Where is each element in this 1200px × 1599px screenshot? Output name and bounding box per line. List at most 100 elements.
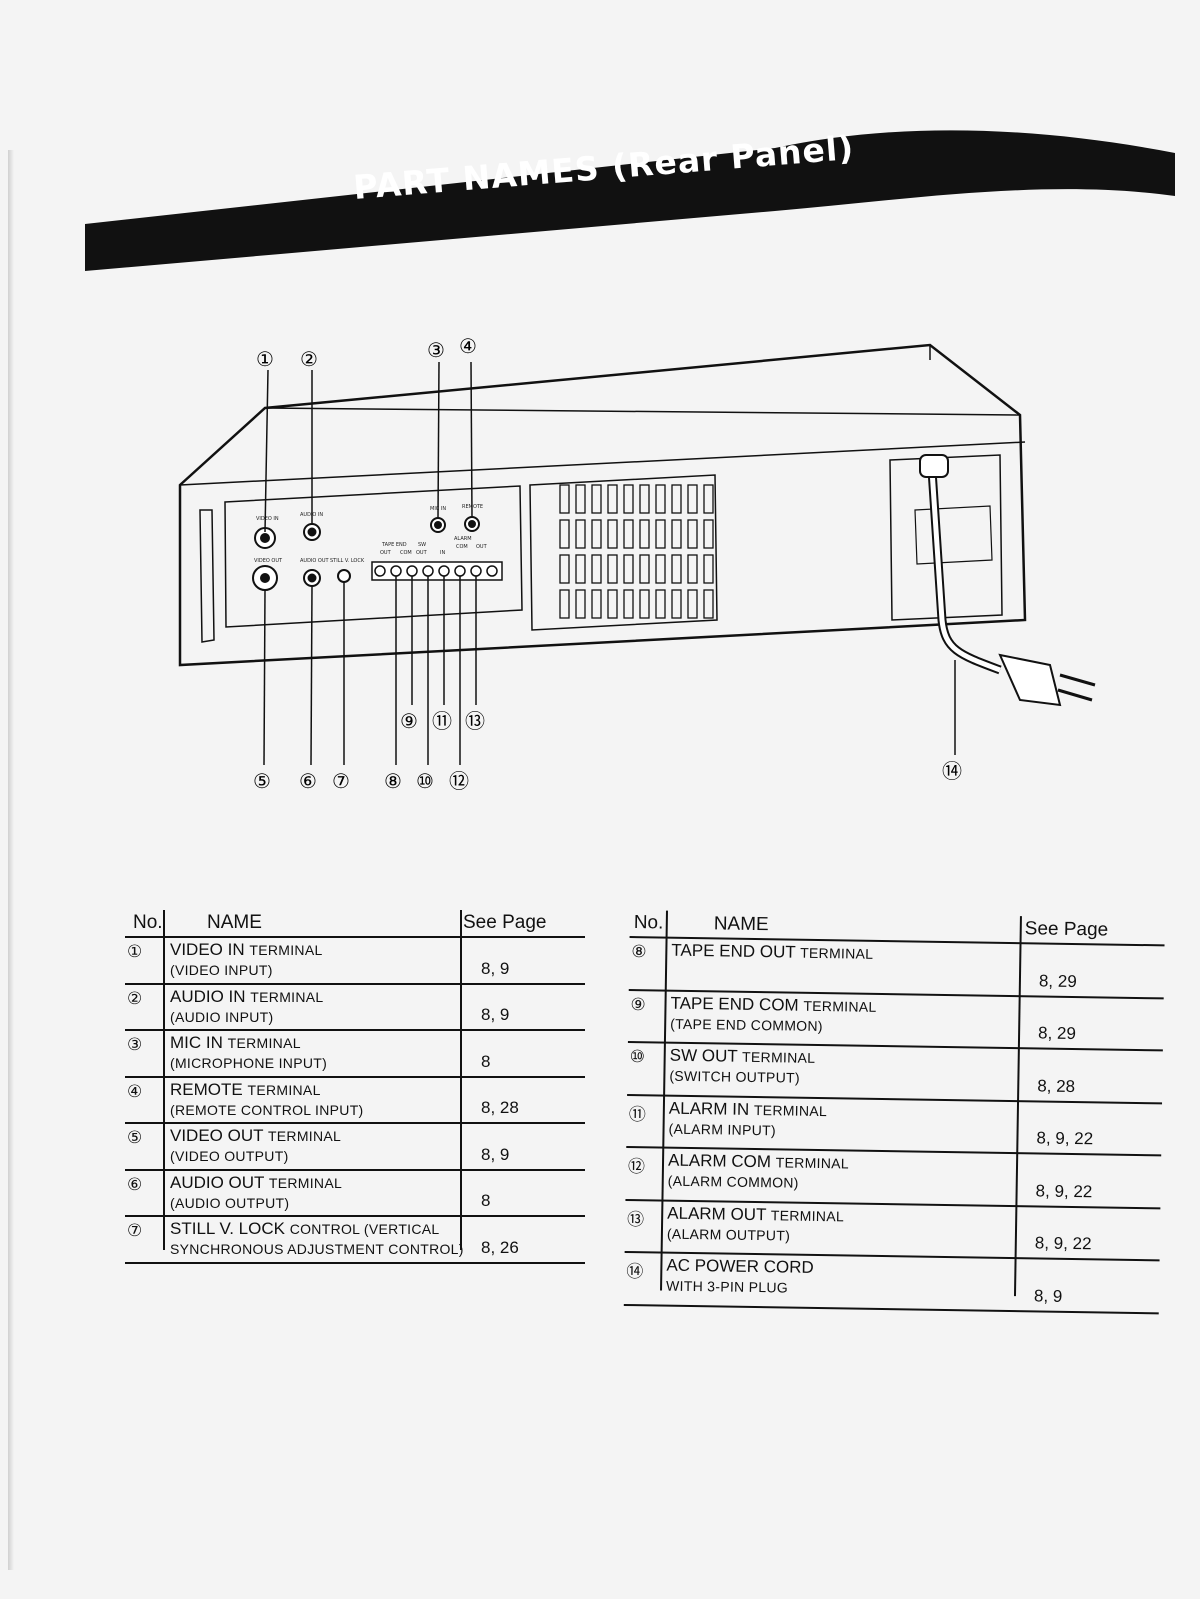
part-description: (SWITCH OUTPUT) (669, 1067, 800, 1086)
part-suffix: TERMINAL (775, 1154, 850, 1172)
part-description: (VIDEO OUTPUT) (170, 1148, 289, 1164)
row-number: ④ (127, 1081, 143, 1101)
label-video-out: VIDEO OUT (254, 558, 283, 564)
row-name: TAPE END COM TERMINAL(TAPE END COMMON) (670, 993, 877, 1036)
row-name: TAPE END OUT TERMINAL (671, 941, 873, 964)
header-name: NAME (207, 912, 262, 933)
part-name: AUDIO IN (170, 986, 246, 1006)
part-name: VIDEO IN (170, 940, 245, 959)
row-number: ⑫ (627, 1157, 646, 1177)
label-alarm-in: IN (440, 550, 445, 556)
row-name: VIDEO OUT TERMINAL(VIDEO OUTPUT) (170, 1126, 341, 1166)
label-tape-end-out: OUT (380, 550, 392, 556)
part-description: (VIDEO INPUT) (170, 962, 273, 978)
column-divider (163, 910, 165, 1250)
callout-3: ③ (427, 338, 445, 362)
callout-13: ⑬ (465, 709, 485, 733)
part-description: (AUDIO OUTPUT) (170, 1194, 290, 1211)
row-number: ⑥ (127, 1174, 143, 1194)
see-page: 8, 9 (481, 1144, 510, 1164)
table-row: ② AUDIO IN TERMINAL(AUDIO INPUT) 8, 9 (125, 985, 585, 1031)
label-sw: SW (418, 542, 426, 548)
row-number: ③ (127, 1035, 143, 1054)
part-name: ALARM OUT (667, 1203, 767, 1224)
label-sw-out: OUT (416, 550, 428, 556)
callout-6: ⑥ (299, 769, 317, 793)
callout-14: ⑭ (942, 759, 962, 783)
page-edge (8, 150, 14, 1570)
row-number: ⑭ (626, 1261, 644, 1282)
label-still-v-lock: STILL V. LOCK (330, 558, 365, 564)
row-number: ② (127, 988, 143, 1008)
rear-panel-diagram: VIDEO IN AUDIO IN VIDEO OUT AUDIO OUT ST… (160, 320, 1170, 820)
see-page: 8, 28 (481, 1098, 519, 1117)
part-description: SYNCHRONOUS ADJUSTMENT CONTROL) (170, 1241, 464, 1257)
table-row: ⑧ TAPE END OUT TERMINAL 8, 29 (628, 937, 1165, 999)
part-description: (ALARM OUTPUT) (666, 1225, 791, 1244)
see-page: 8 (481, 1051, 491, 1071)
callout-4: ④ (459, 334, 477, 358)
row-number: ⑤ (127, 1128, 143, 1147)
row-name: VIDEO IN TERMINAL(VIDEO INPUT) (170, 940, 323, 980)
part-name: TAPE END OUT (671, 940, 796, 962)
row-number: ⑦ (127, 1221, 143, 1240)
label-alarm-com: COM (456, 544, 468, 550)
callout-2: ② (300, 347, 318, 371)
header-no: No. (633, 912, 664, 934)
see-page: 8, 9 (481, 1005, 510, 1024)
row-name: REMOTE TERMINAL(REMOTE CONTROL INPUT) (170, 1080, 364, 1120)
callout-12: ⑫ (449, 769, 469, 793)
row-name: SW OUT TERMINAL(SWITCH OUTPUT) (669, 1046, 815, 1088)
table-row: ⑤ VIDEO OUT TERMINAL(VIDEO OUTPUT) 8, 9 (125, 1124, 585, 1171)
see-page: 8, 9, 22 (1036, 1128, 1094, 1149)
table-row: ⑫ ALARM COM TERMINAL(ALARM COMMON) 8, 9, 2… (625, 1147, 1162, 1209)
part-name: TAPE END COM (670, 993, 799, 1015)
see-page: 8, 29 (1038, 970, 1077, 991)
row-name: ALARM IN TERMINAL(ALARM INPUT) (668, 1098, 827, 1140)
row-name: ALARM OUT TERMINAL(ALARM OUTPUT) (667, 1203, 844, 1246)
callout-7: ⑦ (332, 769, 350, 793)
label-audio-out: AUDIO OUT (300, 558, 330, 564)
see-page: 8, 9 (1033, 1285, 1063, 1306)
row-number: ⑬ (626, 1209, 645, 1229)
part-description: (MICROPHONE INPUT) (170, 1055, 328, 1071)
row-number: ⑧ (631, 942, 647, 962)
part-suffix: TERMINAL (227, 1035, 301, 1051)
see-page: 8, 28 (1037, 1075, 1076, 1096)
part-description: (REMOTE CONTROL INPUT) (170, 1101, 364, 1118)
part-suffix: CONTROL (VERTICAL (289, 1221, 440, 1237)
see-page: 8, 9, 22 (1035, 1180, 1093, 1201)
part-name: VIDEO OUT (170, 1126, 264, 1145)
row-name: AUDIO OUT TERMINAL (AUDIO OUTPUT) (170, 1173, 342, 1213)
part-name: SW OUT (669, 1045, 738, 1066)
part-description: (ALARM INPUT) (668, 1120, 777, 1138)
row-name: AUDIO IN TERMINAL(AUDIO INPUT) (170, 987, 323, 1027)
part-suffix: TERMINAL (770, 1206, 845, 1224)
part-description: (TAPE END COMMON) (670, 1015, 823, 1034)
label-tape-end: TAPE END (381, 542, 407, 548)
title-banner (85, 118, 1175, 278)
row-name: ALARM COM TERMINAL(ALARM COMMON) (668, 1151, 849, 1194)
part-suffix: TERMINAL (247, 1081, 321, 1098)
label-alarm-out: OUT (476, 544, 488, 550)
part-suffix: TERMINAL (268, 1174, 343, 1191)
label-tape-end-com: COM (400, 550, 412, 556)
part-name: AC POWER CORD (666, 1255, 814, 1277)
part-name: AUDIO OUT (170, 1172, 265, 1192)
part-name: STILL V. LOCK (170, 1219, 285, 1238)
see-page: 8, 26 (481, 1237, 519, 1257)
see-page: 8, 29 (1037, 1023, 1077, 1044)
callout-10: ⑩ (416, 769, 434, 793)
callout-8: ⑧ (384, 769, 402, 793)
see-page: 8 (481, 1191, 491, 1210)
part-suffix: TERMINAL (753, 1101, 828, 1119)
table-header: No. NAME See Page (125, 910, 585, 938)
see-page: 8, 9, 22 (1034, 1233, 1092, 1254)
part-suffix: TERMINAL (742, 1048, 816, 1066)
